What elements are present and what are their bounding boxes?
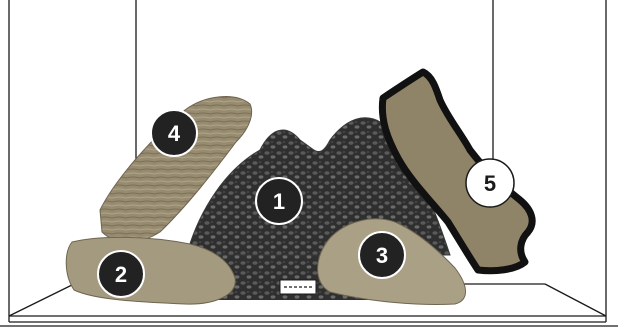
callout-2: 2 [98, 251, 144, 297]
callout-number: 2 [115, 262, 127, 287]
grate-front [280, 280, 316, 294]
callout-3: 3 [359, 232, 405, 278]
callout-number: 3 [376, 243, 388, 268]
callout-number: 1 [273, 189, 285, 214]
callout-4: 4 [151, 110, 197, 156]
callout-1: 1 [256, 178, 302, 224]
callout-5: 5 [466, 159, 514, 207]
callout-number: 4 [168, 121, 181, 146]
callout-number: 5 [484, 171, 496, 196]
